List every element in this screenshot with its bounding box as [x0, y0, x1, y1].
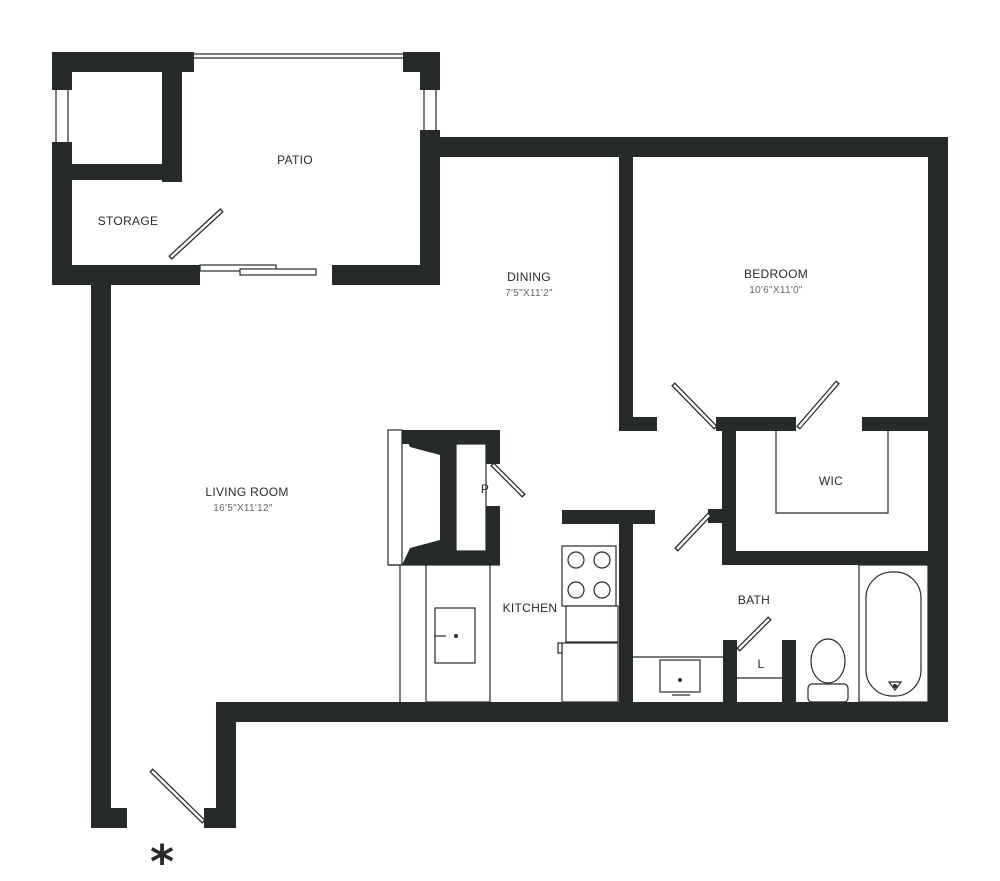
wall-unit-north [420, 137, 948, 157]
wall-bedroom-sw-stub [619, 417, 657, 431]
bath-door[interactable] [674, 512, 712, 552]
fireplace-frame [387, 429, 403, 566]
labels: PATIO STORAGE DINING 7'5"X11'2" BEDROOM … [98, 153, 843, 881]
wall-patio-north-left [52, 52, 194, 72]
refrigerator [561, 642, 619, 703]
bedroom-label: BEDROOM [744, 267, 808, 281]
wall-patio-east-bottom [420, 130, 440, 285]
wall-storage-west-top [52, 52, 72, 90]
doors [149, 208, 840, 824]
living-room-label: LIVING ROOM [205, 485, 288, 499]
wic-label: WIC [819, 474, 843, 488]
bathtub-basin [865, 571, 922, 697]
toilet-tank [807, 683, 849, 703]
bedroom-door-left[interactable] [671, 382, 718, 430]
wall-linen-west [723, 640, 737, 722]
wall-storage-inner-divider [162, 52, 182, 182]
bedroom-dimensions: 10'6"X11'0" [749, 285, 803, 296]
toilet-bowl [810, 638, 846, 684]
dining-dimensions: 7'5"X11'2" [505, 288, 553, 299]
pantry-label: P [481, 482, 489, 496]
wall-patio-east-top [420, 52, 440, 90]
linen-door[interactable] [736, 616, 772, 652]
wall-storage-shelf [72, 164, 172, 180]
walls [52, 52, 948, 828]
bath-sink [659, 659, 701, 693]
wall-pantry-east-bottom [486, 506, 500, 563]
wall-pantry-east-top [486, 430, 500, 464]
wall-patio-south-right [332, 265, 440, 285]
wic-door[interactable] [796, 380, 840, 430]
patio-label: PATIO [277, 153, 313, 167]
wall-unit-south [216, 702, 948, 722]
wall-bath-door-jamb [708, 509, 730, 523]
storage-label: STORAGE [98, 214, 159, 228]
wall-wic-west-upper [722, 417, 736, 509]
linen-label: L [758, 657, 765, 671]
sliding-door-panel-fixed [199, 264, 277, 272]
openings [55, 53, 437, 276]
wall-entry-left-return [91, 808, 127, 828]
wall-entry-right-return [204, 808, 236, 828]
kitchen-cabinet [565, 605, 619, 643]
storage-door[interactable] [168, 208, 224, 260]
wic-shelf [775, 431, 889, 514]
wall-kitchen-bath-divider [619, 510, 633, 722]
wall-storage-west-bottom [52, 142, 72, 285]
wall-unit-west [91, 285, 111, 828]
pantry-shelf [455, 443, 487, 552]
wall-bedroom-west [619, 137, 633, 431]
bath-label: BATH [738, 593, 770, 607]
wall-linen-east [782, 640, 796, 722]
pantry-door[interactable] [490, 462, 526, 498]
wall-entry-right-jamb [216, 702, 236, 828]
kitchen-label: KITCHEN [503, 601, 558, 615]
entry-door[interactable] [149, 768, 206, 824]
wall-storage-south [52, 265, 200, 285]
dining-label: DINING [507, 270, 551, 284]
wall-wic-south [722, 551, 948, 565]
entry-marker: * [150, 835, 174, 881]
fixtures [387, 429, 929, 703]
wall-bedroom-south-right [862, 417, 948, 431]
living-room-dimensions: 16'5"X11'12" [213, 503, 273, 514]
wall-kitchen-header [562, 510, 655, 524]
sliding-door-panel-moving[interactable] [239, 268, 317, 276]
fireplace-hearth [402, 430, 456, 565]
